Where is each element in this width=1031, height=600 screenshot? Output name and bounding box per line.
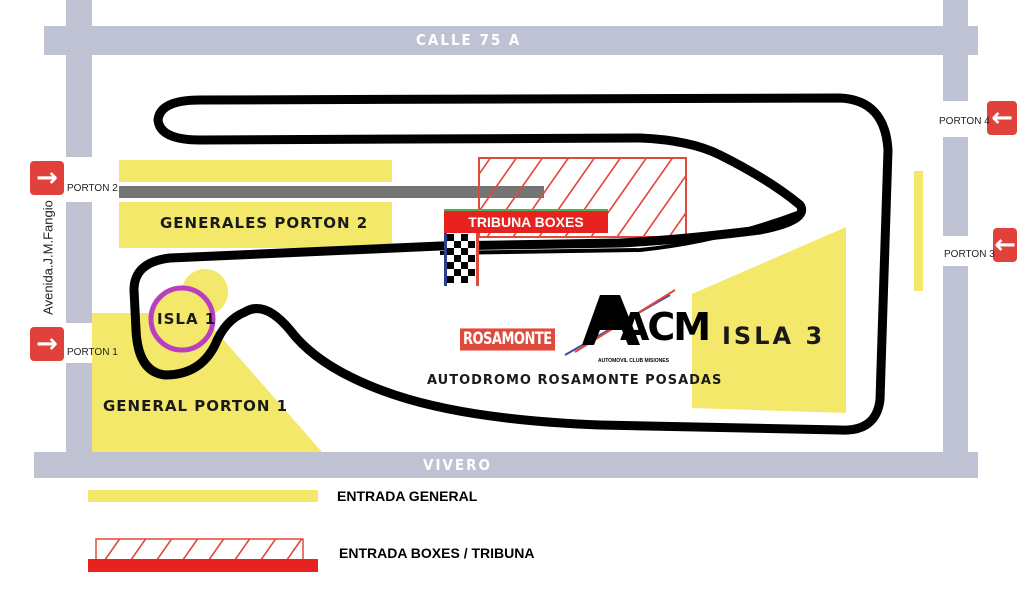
- road-left-top: [66, 0, 92, 157]
- access-lane-porton-2: [119, 186, 544, 198]
- gate-label-porton-4: PORTON 4: [939, 116, 990, 127]
- acm-logo: ACM: [620, 305, 711, 349]
- legend-swatch-general: [88, 490, 318, 502]
- zone-generales-porton-2[interactable]: [119, 202, 392, 248]
- arrow-right-icon: →: [36, 163, 58, 193]
- zone-label-general-porton-1: GENERAL PORTON 1: [103, 397, 289, 415]
- arrow-left-icon: ←: [994, 230, 1016, 260]
- road-right-top: [943, 0, 968, 101]
- gate-label-porton-3: PORTON 3: [944, 249, 995, 260]
- acm-logo-graphic: [564, 289, 676, 356]
- road-left-bottom: [66, 363, 92, 455]
- gate-porton-3-button[interactable]: ←: [993, 228, 1017, 262]
- road-right-bottom: [943, 266, 968, 456]
- gate-porton-2-button[interactable]: →: [30, 161, 64, 195]
- arrow-left-icon: ←: [991, 103, 1013, 133]
- road-vivero: [34, 452, 978, 478]
- street-label-vivero: VIVERO: [423, 456, 492, 474]
- zone-strip-right: [914, 171, 923, 291]
- legend-label-general: ENTRADA GENERAL: [337, 488, 478, 504]
- zone-isla-3[interactable]: [692, 227, 846, 413]
- gate-porton-4-button[interactable]: ←: [987, 101, 1017, 135]
- rosamonte-logo: ROSAMONTE: [460, 328, 555, 351]
- street-label-calle-75a: CALLE 75 A: [416, 31, 522, 49]
- acm-subtitle: AUTOMOVIL CLUB MISIONES: [598, 358, 669, 364]
- zone-label-generales-porton-2: GENERALES PORTON 2: [160, 214, 369, 232]
- legend-label-boxes: ENTRADA BOXES / TRIBUNA: [339, 545, 535, 561]
- zone-label-isla-3: ISLA 3: [722, 322, 826, 350]
- road-calle-75a: [44, 26, 978, 55]
- gate-label-porton-2: PORTON 2: [67, 183, 118, 194]
- venue-name: AUTODROMO ROSAMONTE POSADAS: [427, 373, 723, 388]
- zone-strip-top: [119, 160, 392, 182]
- zone-label-isla-1: ISLA 1: [157, 310, 217, 328]
- legend-swatch-boxes: [95, 538, 304, 562]
- arrow-right-icon: →: [36, 329, 58, 359]
- gate-label-porton-1: PORTON 1: [67, 347, 118, 358]
- isla-1-ring[interactable]: [148, 285, 216, 353]
- race-track: [129, 93, 893, 435]
- tribuna-boxes-banner[interactable]: TRIBUNA BOXES: [444, 209, 608, 233]
- tribuna-boxes-label: TRIBUNA BOXES: [468, 214, 584, 230]
- checkered-flag-icon: [444, 232, 479, 286]
- zone-general-porton-1[interactable]: [92, 313, 322, 452]
- road-right-mid: [943, 137, 968, 236]
- gate-porton-1-button[interactable]: →: [30, 327, 64, 361]
- road-left-mid: [66, 202, 92, 323]
